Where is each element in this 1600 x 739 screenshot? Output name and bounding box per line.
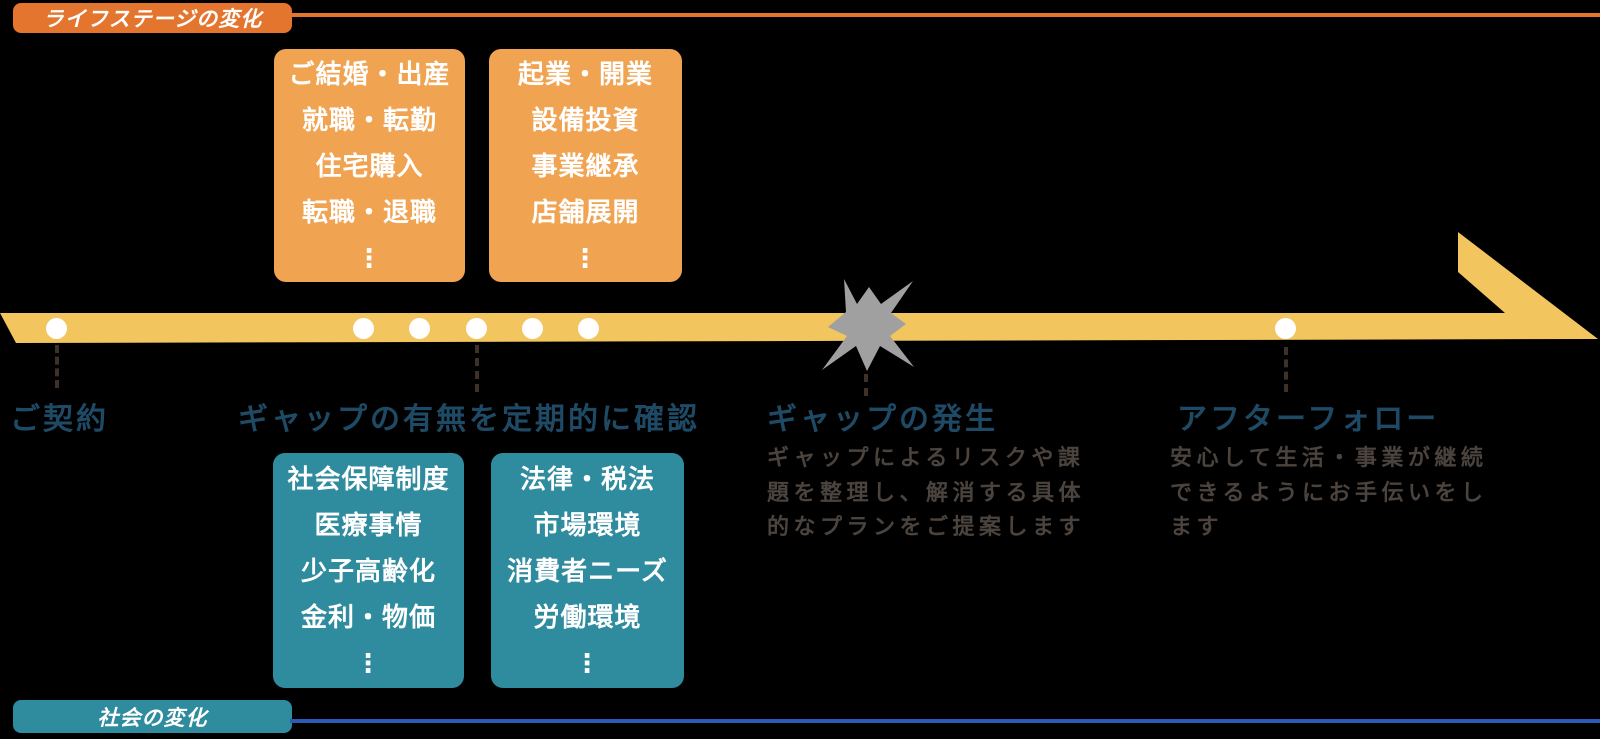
- gap-starburst-icon: [822, 279, 914, 371]
- social-change-card-market: 法律・税法 市場環境 消費者ニーズ 労働環境 ⋮: [491, 453, 684, 688]
- timeline-arrow: [0, 232, 1598, 343]
- gap-occurs-description: ギャップによるリスクや課 題を整理し、解消する具体 的なプランをご提案します: [767, 445, 1086, 539]
- milestone-heading-contract: ご契約: [10, 403, 109, 436]
- social-track-line: [290, 719, 1600, 723]
- social-change-tag: 社会の変化: [13, 700, 292, 733]
- timeline-dot-check-1: [353, 318, 374, 339]
- life-event-card-personal: ご結婚・出産 就職・転勤 住宅購入 転職・退職 ⋮: [274, 49, 465, 282]
- timeline-dot-check-5: [578, 318, 599, 339]
- timeline-dot-check-2: [409, 318, 430, 339]
- social-change-label: 社会の変化: [97, 706, 208, 730]
- dashed-connector-gap: [864, 374, 868, 396]
- timeline-dot-contract: [46, 318, 67, 339]
- dashed-connector-after: [1284, 347, 1288, 392]
- milestone-heading-gap-occurs: ギャップの発生: [767, 403, 998, 436]
- social-change-card-domestic: 社会保障制度 医療事情 少子高齢化 金利・物価 ⋮: [273, 453, 464, 688]
- timeline-dot-check-3: [466, 318, 487, 339]
- milestone-heading-after-follow: アフターフォロー: [1177, 403, 1440, 436]
- milestone-heading-periodic-check: ギャップの有無を定期的に確認: [238, 403, 700, 436]
- lifestage-change-tag: ライフステージの変化: [13, 3, 292, 33]
- timeline-dot-after: [1275, 318, 1296, 339]
- timeline-dot-check-4: [522, 318, 543, 339]
- lifestage-track-line: [290, 13, 1600, 17]
- life-event-card-business: 起業・開業 設備投資 事業継承 店舗展開 ⋮: [489, 49, 682, 282]
- lifestage-change-label: ライフステージの変化: [42, 8, 263, 31]
- dashed-connector-contract: [55, 345, 59, 388]
- after-follow-description: 安心して生活・事業が継続 できるようにお手伝いをし ます: [1170, 445, 1488, 539]
- dashed-connector-check: [475, 345, 479, 392]
